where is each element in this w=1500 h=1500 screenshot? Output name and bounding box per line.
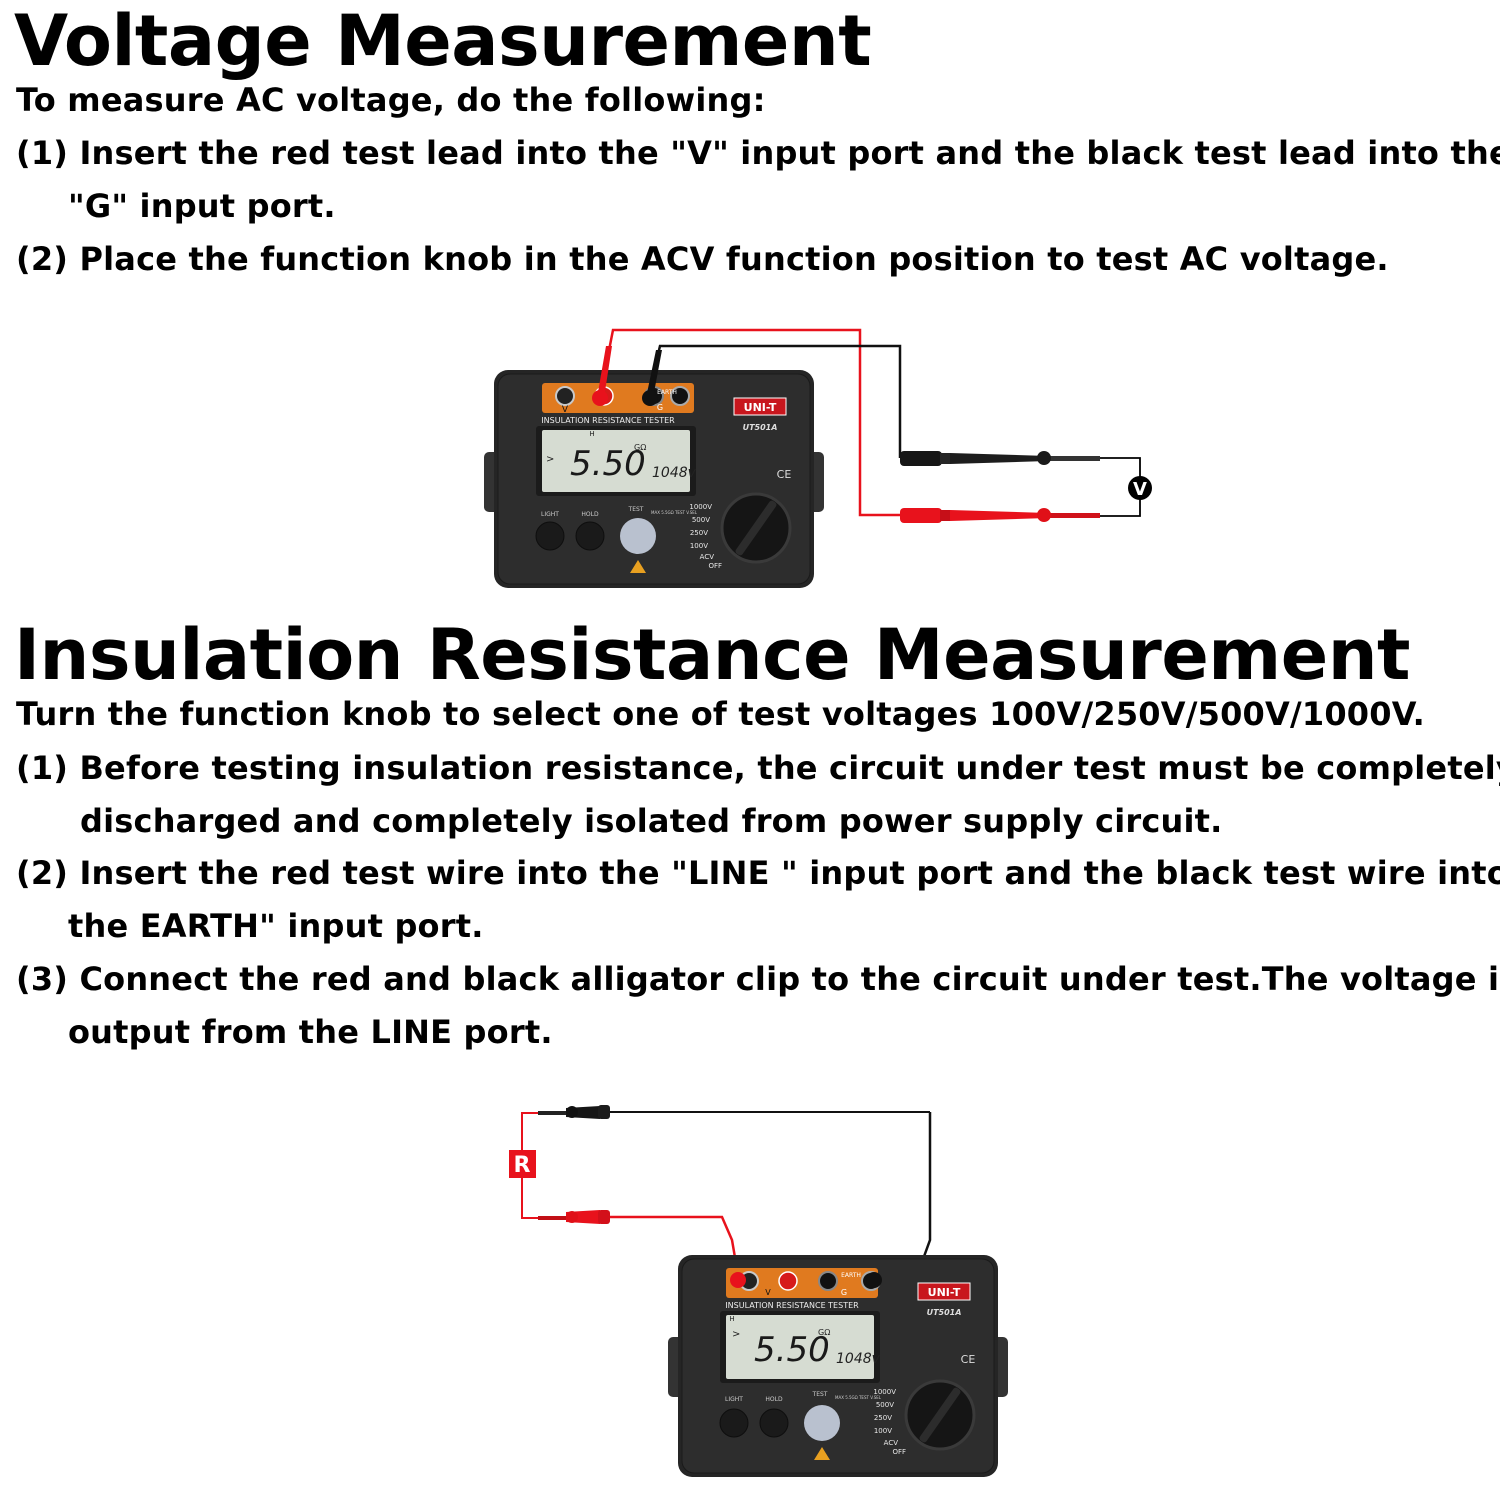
voltage-section-title: Voltage Measurement [14,0,872,82]
insulation-step-1-line-2: discharged and completely isolated from … [80,802,1223,840]
black-clip-probe [538,1105,610,1119]
insulation-step-2-line-1: (2) Insert the red test wire into the "L… [16,854,1500,892]
svg-text:LIGHT: LIGHT [541,511,559,518]
svg-text:250V: 250V [874,1414,892,1422]
svg-text:CE: CE [961,1353,976,1366]
red-probe [900,508,1100,523]
svg-text:INSULATION RESISTANCE TESTER: INSULATION RESISTANCE TESTER [725,1301,859,1310]
hold-button [575,521,605,551]
black-test-wire [889,1112,932,1274]
voltage-intro: To measure AC voltage, do the following: [16,81,766,119]
svg-text:TEST: TEST [812,1391,828,1398]
svg-text:5.50: 5.50 [754,1330,830,1370]
test-button [620,518,656,554]
tester-device-bottom: V EARTH G UNI-T UT501A CE INSULATION RES… [668,1255,1008,1477]
svg-text:100V: 100V [690,542,708,550]
brand-logo: UNI-T [744,401,777,414]
model-label: UT501A [743,423,778,432]
svg-text:250V: 250V [690,529,708,537]
svg-text:>: > [732,1329,740,1340]
svg-text:MAX 5.5GΩ TEST V.SEL: MAX 5.5GΩ TEST V.SEL [835,1395,882,1400]
panel-label: INSULATION RESISTANCE TESTER [541,416,675,425]
red-clip-probe [538,1210,610,1224]
resistor-symbol-label: R [514,1153,531,1178]
svg-text:1000V: 1000V [689,503,712,511]
ce-mark: CE [777,468,792,481]
svg-text:TEST: TEST [628,506,644,513]
insulation-section-title: Insulation Resistance Measurement [14,614,1411,696]
svg-text:MAX 5.5GΩ TEST V.SEL: MAX 5.5GΩ TEST V.SEL [651,510,698,515]
svg-text:OFF: OFF [892,1448,906,1456]
svg-text:HOLD: HOLD [581,511,599,518]
resistor-symbol [509,1150,536,1178]
svg-text:500V: 500V [876,1401,894,1409]
black-probe [900,451,1100,466]
svg-text:H: H [729,1315,734,1323]
insulation-intro: Turn the function knob to select one of … [16,695,1425,733]
svg-text:100V: 100V [874,1427,892,1435]
tester-device-top: V EARTH G UNI-T UT501A CE INSULATION RES… [484,370,824,588]
svg-text:ACV: ACV [884,1439,899,1447]
svg-text:GΩ: GΩ [818,1328,830,1337]
lcd-main-reading: 5.50 [570,444,646,484]
svg-text:UNI-T: UNI-T [928,1286,961,1299]
voltmeter-symbol-label: V [1133,479,1147,500]
insulation-step-3-line-2: output from the LINE port. [68,1013,553,1051]
svg-text:>: > [546,454,554,465]
svg-text:G: G [841,1288,847,1297]
voltmeter-symbol [1128,476,1152,500]
svg-text:GΩ: GΩ [634,443,646,452]
svg-text:EARTH: EARTH [841,1272,861,1279]
voltage-step-1-line-2: "G" input port. [68,187,336,225]
svg-text:H: H [589,430,594,438]
svg-text:LIGHT: LIGHT [725,1396,743,1403]
svg-text:V: V [562,405,569,415]
svg-text:G: G [657,403,663,412]
voltage-step-2: (2) Place the function knob in the ACV f… [16,240,1389,278]
port-earth [670,386,690,406]
insulation-step-3-line-1: (3) Connect the red and black alligator … [16,960,1500,998]
light-button [535,521,565,551]
svg-text:UT501A: UT501A [927,1308,962,1317]
svg-text:V: V [765,1288,771,1297]
svg-text:HOLD: HOLD [765,1396,783,1403]
svg-text:500V: 500V [692,516,710,524]
svg-text:ACV: ACV [700,553,715,561]
svg-text:1048v: 1048v [836,1351,881,1367]
voltage-step-1-line-1: (1) Insert the red test lead into the "V… [16,134,1500,172]
svg-text:EARTH: EARTH [657,389,677,396]
svg-text:OFF: OFF [708,562,722,570]
insulation-step-1-line-1: (1) Before testing insulation resistance… [16,749,1500,787]
insulation-step-2-line-2: the EARTH" input port. [68,907,484,945]
port-v [555,386,575,406]
svg-text:1000V: 1000V [873,1388,896,1396]
lcd-sub-reading: 1048v [652,465,697,481]
